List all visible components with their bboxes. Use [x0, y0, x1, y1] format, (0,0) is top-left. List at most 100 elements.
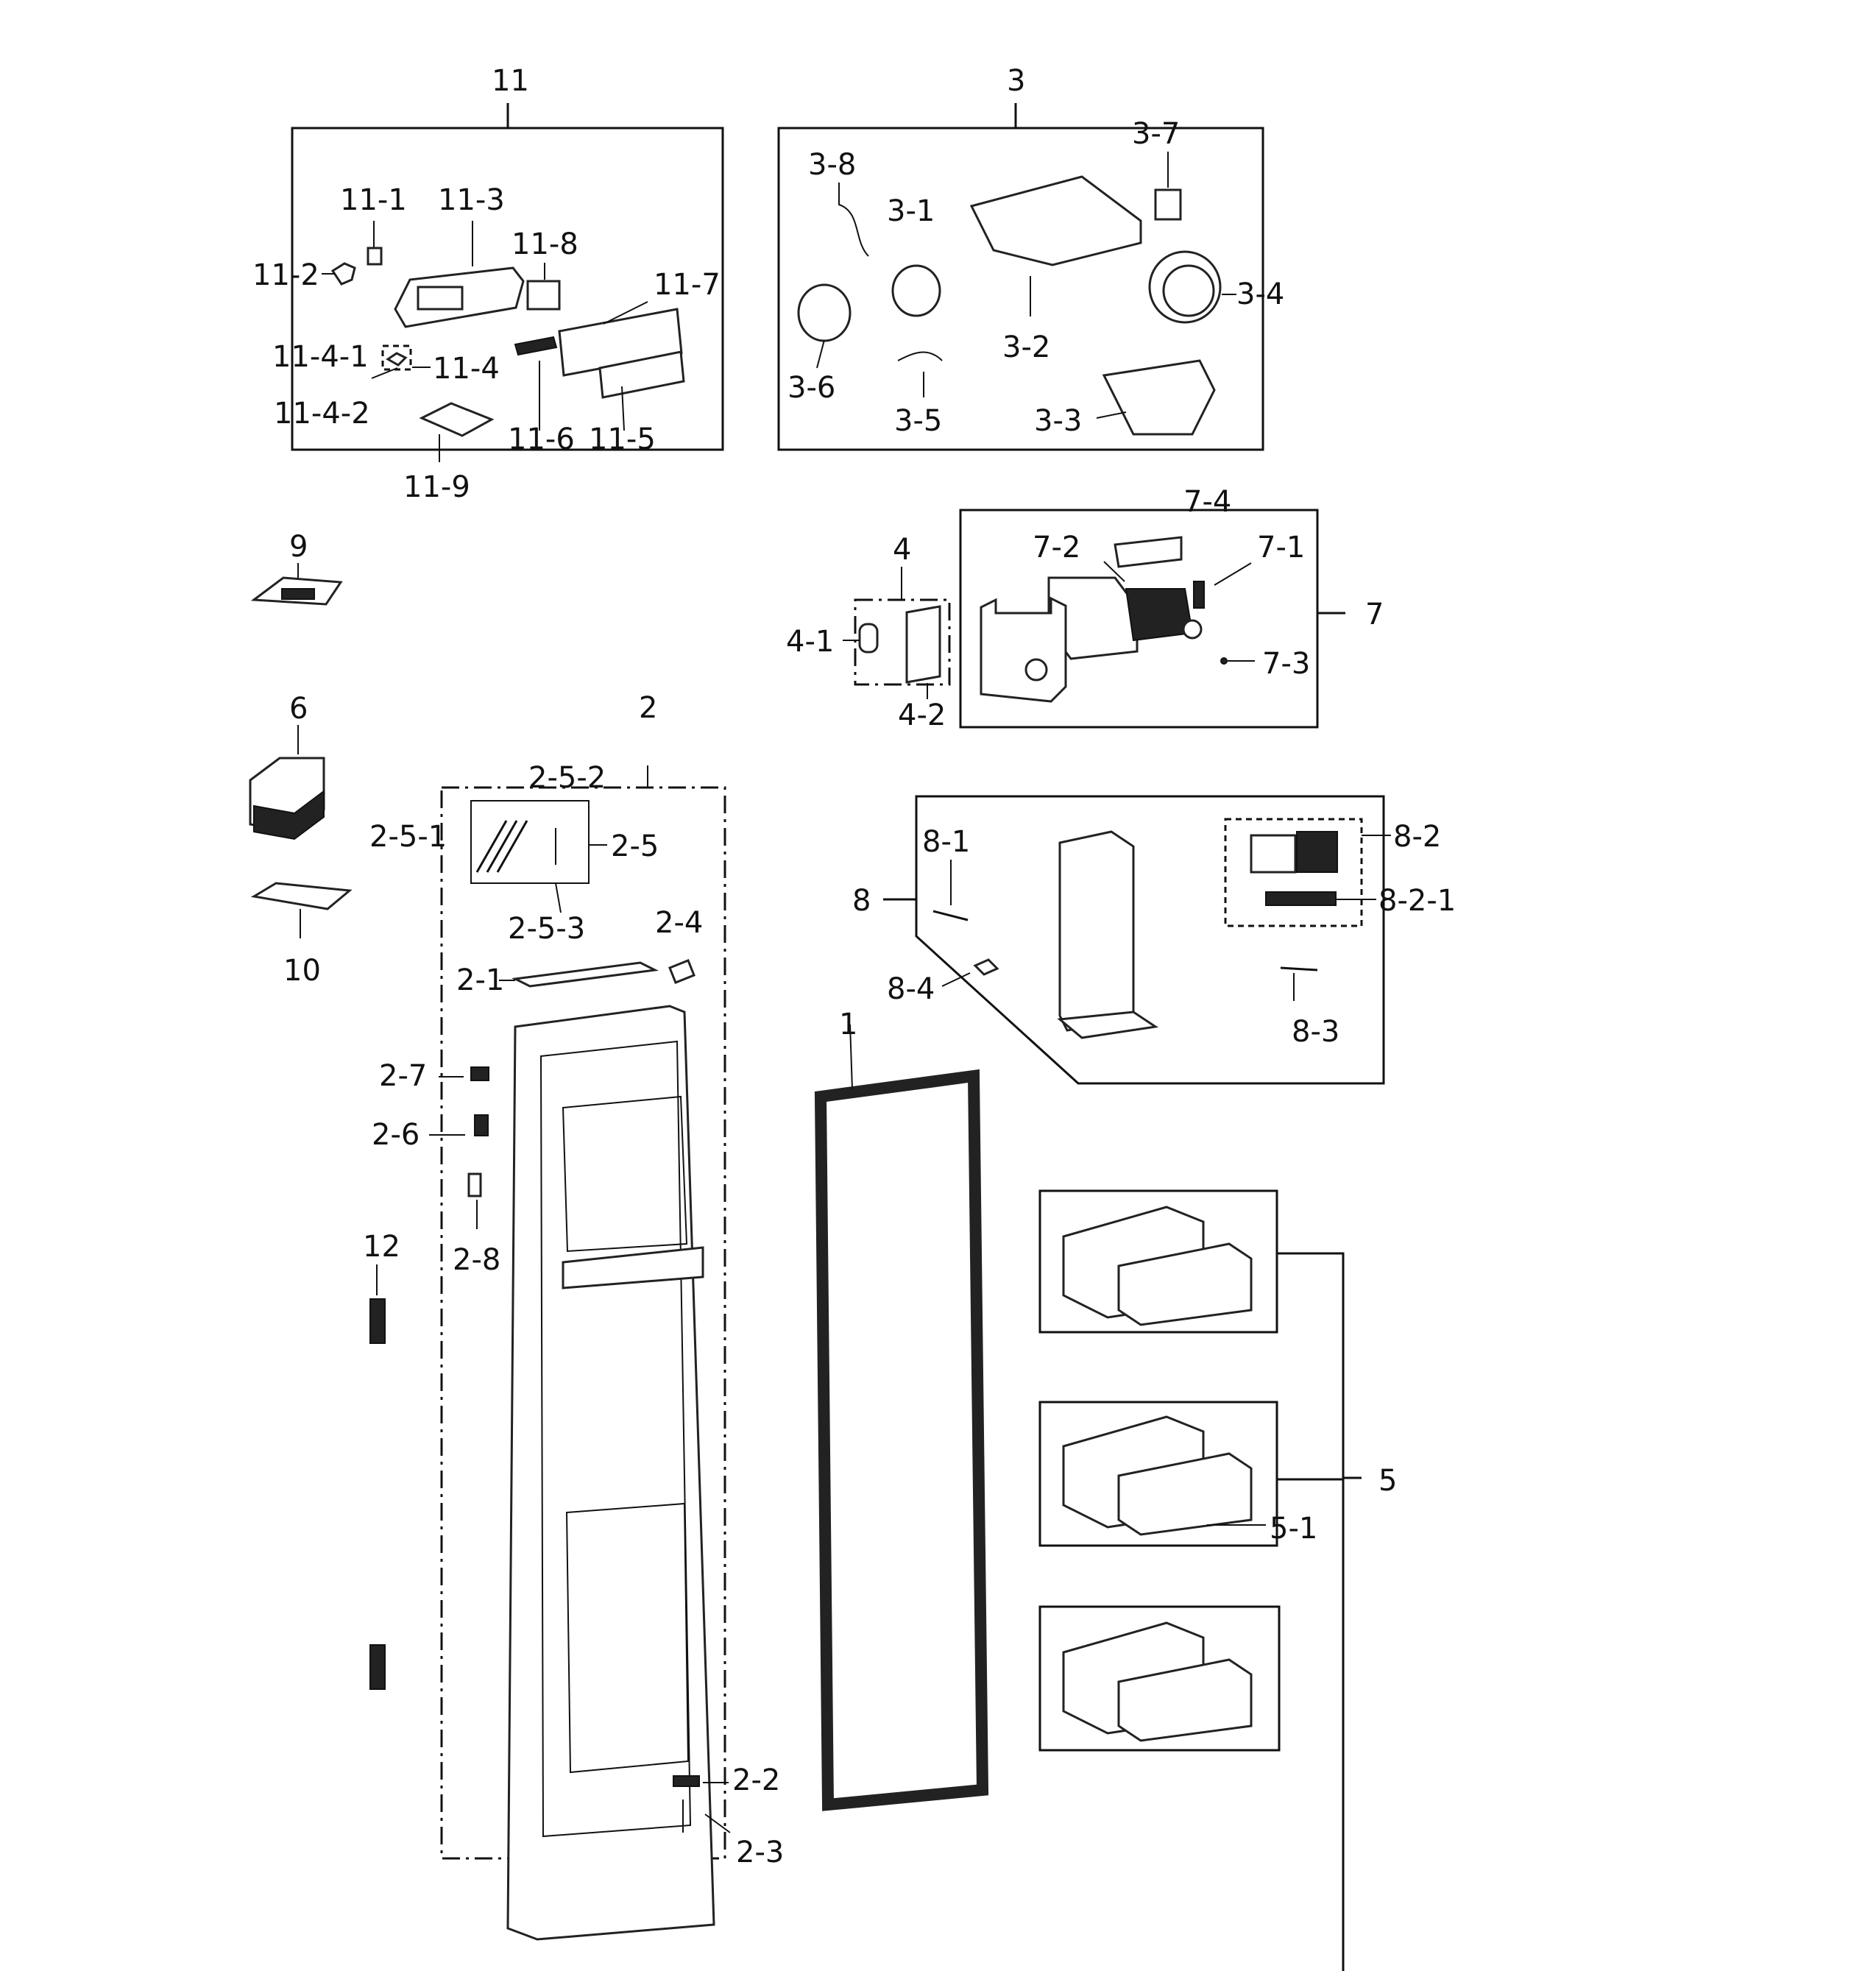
label-11-8: 11-8	[512, 227, 578, 261]
part-1	[814, 1069, 989, 1811]
label-3-6: 3-6	[787, 371, 835, 405]
label-2-5-1: 2-5-1	[369, 820, 447, 854]
bin-3-front	[1117, 1658, 1253, 1742]
label-3: 3	[1007, 64, 1025, 98]
bin-2-front	[1117, 1452, 1253, 1536]
part-11-4-box	[381, 344, 412, 371]
bin-1-front	[1117, 1242, 1253, 1326]
standalone-parts: 9 6 10 12	[249, 530, 400, 1690]
group-2-5-box	[470, 800, 590, 884]
group-8: 8 8-1 8-2 8-2-1 8-3 8-4	[852, 795, 1456, 1085]
label-7-1: 7-1	[1257, 531, 1305, 565]
label-8-2-1: 8-2-1	[1378, 884, 1456, 918]
part-2-dispenser-shelf	[562, 1246, 704, 1289]
label-3-2: 3-2	[1002, 330, 1050, 364]
group-5-bracket	[1277, 1252, 1345, 1971]
part-2-door-lower-panel	[565, 1502, 690, 1774]
part-11-1	[367, 247, 383, 266]
label-7-2: 7-2	[1033, 531, 1080, 565]
label-1: 1	[839, 1008, 857, 1041]
label-11-7: 11-7	[654, 268, 721, 302]
label-2-2: 2-2	[732, 1763, 780, 1797]
part-6-base	[253, 790, 325, 841]
part-7-3	[1220, 657, 1228, 665]
part-12-upper	[369, 1298, 386, 1344]
label-2-8: 2-8	[453, 1243, 500, 1277]
part-11-8	[526, 280, 561, 311]
label-8-2: 8-2	[1393, 820, 1441, 854]
part-11-2	[330, 262, 356, 286]
part-2-2	[673, 1775, 700, 1787]
label-11-5: 11-5	[589, 422, 656, 456]
part-8-3	[1280, 966, 1318, 972]
group-4-box	[854, 598, 951, 686]
group-7: 7 7-4 7-2 7-1 7-3	[959, 485, 1384, 729]
part-1-gasket: 1	[814, 1008, 989, 1811]
part-8-2-box	[1250, 834, 1297, 874]
part-8-base	[1057, 1011, 1159, 1039]
part-11-5	[598, 350, 685, 399]
label-11-6: 11-6	[508, 422, 575, 456]
label-11-4: 11-4	[433, 352, 500, 386]
label-2-3: 2-3	[736, 1836, 784, 1869]
label-2-5: 2-5	[611, 829, 659, 863]
label-9: 9	[289, 530, 308, 564]
group-2-door: 2 2-5-2 2-5 2-5-1 2-5-3 2-4 2-1 2-7 2-6 …	[369, 691, 784, 1941]
part-3-5	[897, 351, 943, 361]
label-3-8: 3-8	[808, 148, 856, 182]
part-7-3-washer	[1182, 619, 1203, 640]
part-7-1	[1193, 581, 1205, 609]
label-3-5: 3-5	[894, 404, 942, 438]
label-3-3: 3-3	[1034, 404, 1082, 438]
part-3-6	[797, 283, 852, 342]
label-11: 11	[492, 64, 529, 98]
label-11-4-2: 11-4-2	[274, 397, 370, 431]
part-3-7	[1154, 188, 1182, 221]
label-5: 5	[1378, 1464, 1397, 1498]
part-8-2-1	[1265, 891, 1337, 906]
label-8-1: 8-1	[922, 825, 970, 859]
part-2-6	[474, 1114, 489, 1136]
part-4-1	[858, 623, 879, 654]
part-7-motor	[1125, 588, 1194, 642]
part-10	[250, 882, 353, 910]
part-8-2	[1296, 831, 1338, 873]
label-3-7: 3-7	[1132, 117, 1180, 151]
group-5-bins: 5 5-1	[1038, 1189, 1397, 1971]
label-2-6: 2-6	[372, 1118, 420, 1152]
label-7-4: 7-4	[1183, 485, 1231, 519]
part-2-8	[467, 1172, 482, 1197]
group-8-outline	[915, 795, 1385, 1085]
part-2-4	[668, 959, 695, 984]
part-7-cover	[980, 596, 1067, 703]
part-11-6	[514, 336, 558, 356]
label-11-4-1: 11-4-1	[272, 340, 369, 374]
label-11-9: 11-9	[403, 470, 470, 504]
label-11-3: 11-3	[438, 183, 505, 217]
label-4-1: 4-1	[786, 625, 834, 659]
part-3-4-inner	[1162, 264, 1215, 317]
part-11-9	[419, 402, 495, 437]
label-12: 12	[363, 1230, 400, 1264]
label-3-4: 3-4	[1236, 277, 1284, 311]
label-2-5-2: 2-5-2	[528, 761, 606, 795]
label-7-3: 7-3	[1262, 647, 1310, 681]
part-8-1	[932, 910, 969, 921]
group-4: 4 4-1 4-2	[786, 533, 951, 732]
part-3-3	[1102, 359, 1216, 436]
label-3-1: 3-1	[887, 194, 935, 228]
part-8-main	[1058, 830, 1135, 1032]
label-4-2: 4-2	[898, 698, 946, 732]
label-8-3: 8-3	[1292, 1015, 1339, 1049]
group-3-ice-maker: 3 3-7 3-8 3-1 3-6 3-2 3-4 3-5 3-3	[777, 64, 1284, 451]
part-9-slot	[281, 588, 315, 600]
part-7-cover-hole	[1024, 658, 1048, 682]
part-12-lower	[369, 1644, 386, 1690]
label-8: 8	[852, 884, 871, 918]
part-2-door-body	[506, 1005, 715, 1941]
part-2-door-upper-panel	[562, 1095, 688, 1253]
part-2-5-1	[475, 820, 528, 873]
group-8-2-box	[1224, 818, 1363, 927]
label-11-1: 11-1	[340, 183, 407, 217]
